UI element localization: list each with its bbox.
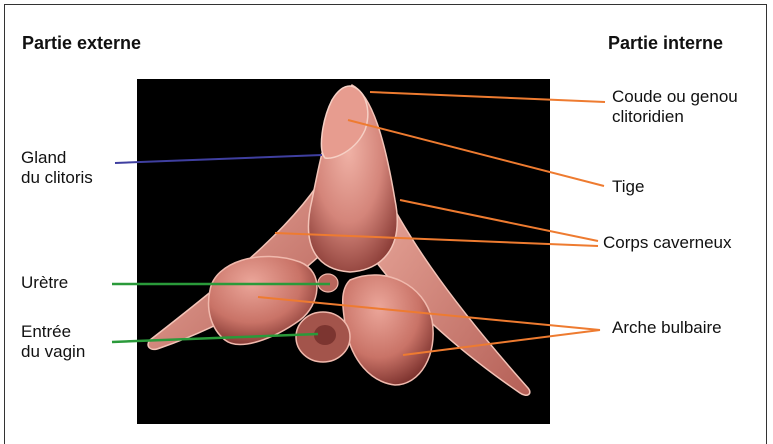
label-uretre: Urètre xyxy=(21,273,68,293)
clitoris-illustration xyxy=(0,0,773,435)
label-corps: Corps caverneux xyxy=(603,233,732,253)
label-tige: Tige xyxy=(612,177,644,197)
label-gland: Gland du clitoris xyxy=(21,148,93,188)
label-arche: Arche bulbaire xyxy=(612,318,722,338)
label-coude: Coude ou genou clitoridien xyxy=(612,87,738,127)
label-vagin: Entrée du vagin xyxy=(21,322,85,362)
